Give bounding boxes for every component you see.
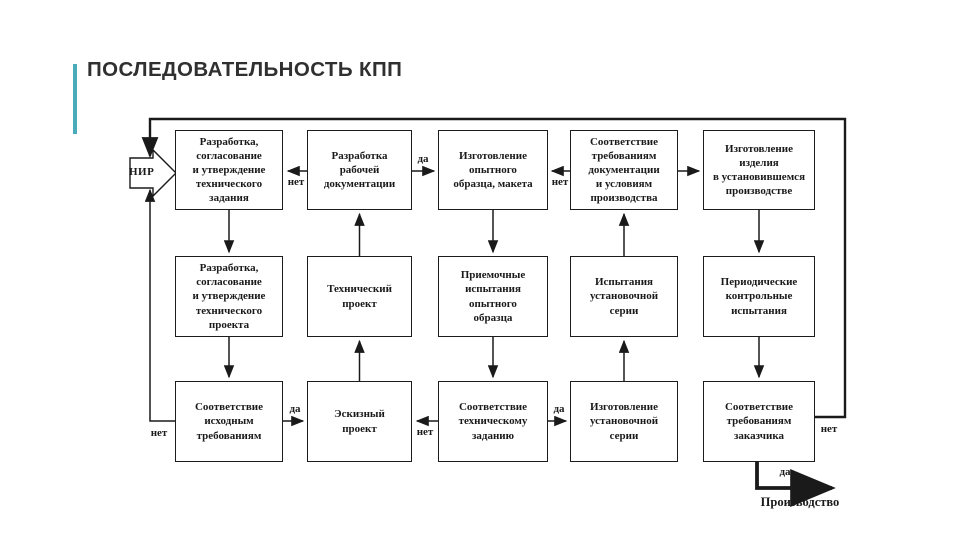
nir-input-label: НИР <box>129 166 155 178</box>
feedback-line-left <box>144 188 175 422</box>
edge-label-no-feedback-left: нет <box>150 427 168 439</box>
edge-label-yes-r1: да <box>417 153 429 165</box>
accent-bar <box>73 64 77 134</box>
flow-box-r3c5: Соответствие требованиям заказчика <box>703 381 815 462</box>
production-arrow <box>755 462 836 507</box>
flow-box-r1c4: Соответствие требованиям документации и … <box>570 130 678 210</box>
edge-label-yes-r3a: да <box>289 403 301 415</box>
flow-box-r2c5: Периодические контрольные испытания <box>703 256 815 337</box>
flow-box-r2c4: Испытания установочной серии <box>570 256 678 337</box>
flow-box-r1c3: Изготовление опытного образца, макета <box>438 130 548 210</box>
flow-box-r2c2: Технический проект <box>307 256 412 337</box>
page-title: ПОСЛЕДОВАТЕЛЬНОСТЬ КПП <box>87 57 403 81</box>
edge-label-yes-production: да <box>779 466 791 478</box>
flow-box-r3c4: Изготовление установочной серии <box>570 381 678 462</box>
flow-box-r1c1: Разработка, согласование и утверждение т… <box>175 130 283 210</box>
edge-label-no-feedback-right: нет <box>820 423 838 435</box>
edge-label-no-r3: нет <box>416 426 434 438</box>
flow-box-r3c2: Эскизный проект <box>307 381 412 462</box>
flow-box-r1c2: Разработка рабочей документации <box>307 130 412 210</box>
edge-label-no-r1a: нет <box>287 176 305 188</box>
edge-label-no-r1b: нет <box>551 176 569 188</box>
flow-box-r1c5: Изготовление изделия в установившемся пр… <box>703 130 815 210</box>
edge-label-yes-r3b: да <box>553 403 565 415</box>
flow-box-r2c1: Разработка, согласование и утверждение т… <box>175 256 283 337</box>
flow-box-r3c1: Соответствие исходным требованиям <box>175 381 283 462</box>
feedback-line-right-top <box>141 117 847 419</box>
flow-box-r2c3: Приемочные испытания опытного образца <box>438 256 548 337</box>
production-label: Производство <box>760 495 840 509</box>
flow-box-r3c3: Соответствие техническому заданию <box>438 381 548 462</box>
